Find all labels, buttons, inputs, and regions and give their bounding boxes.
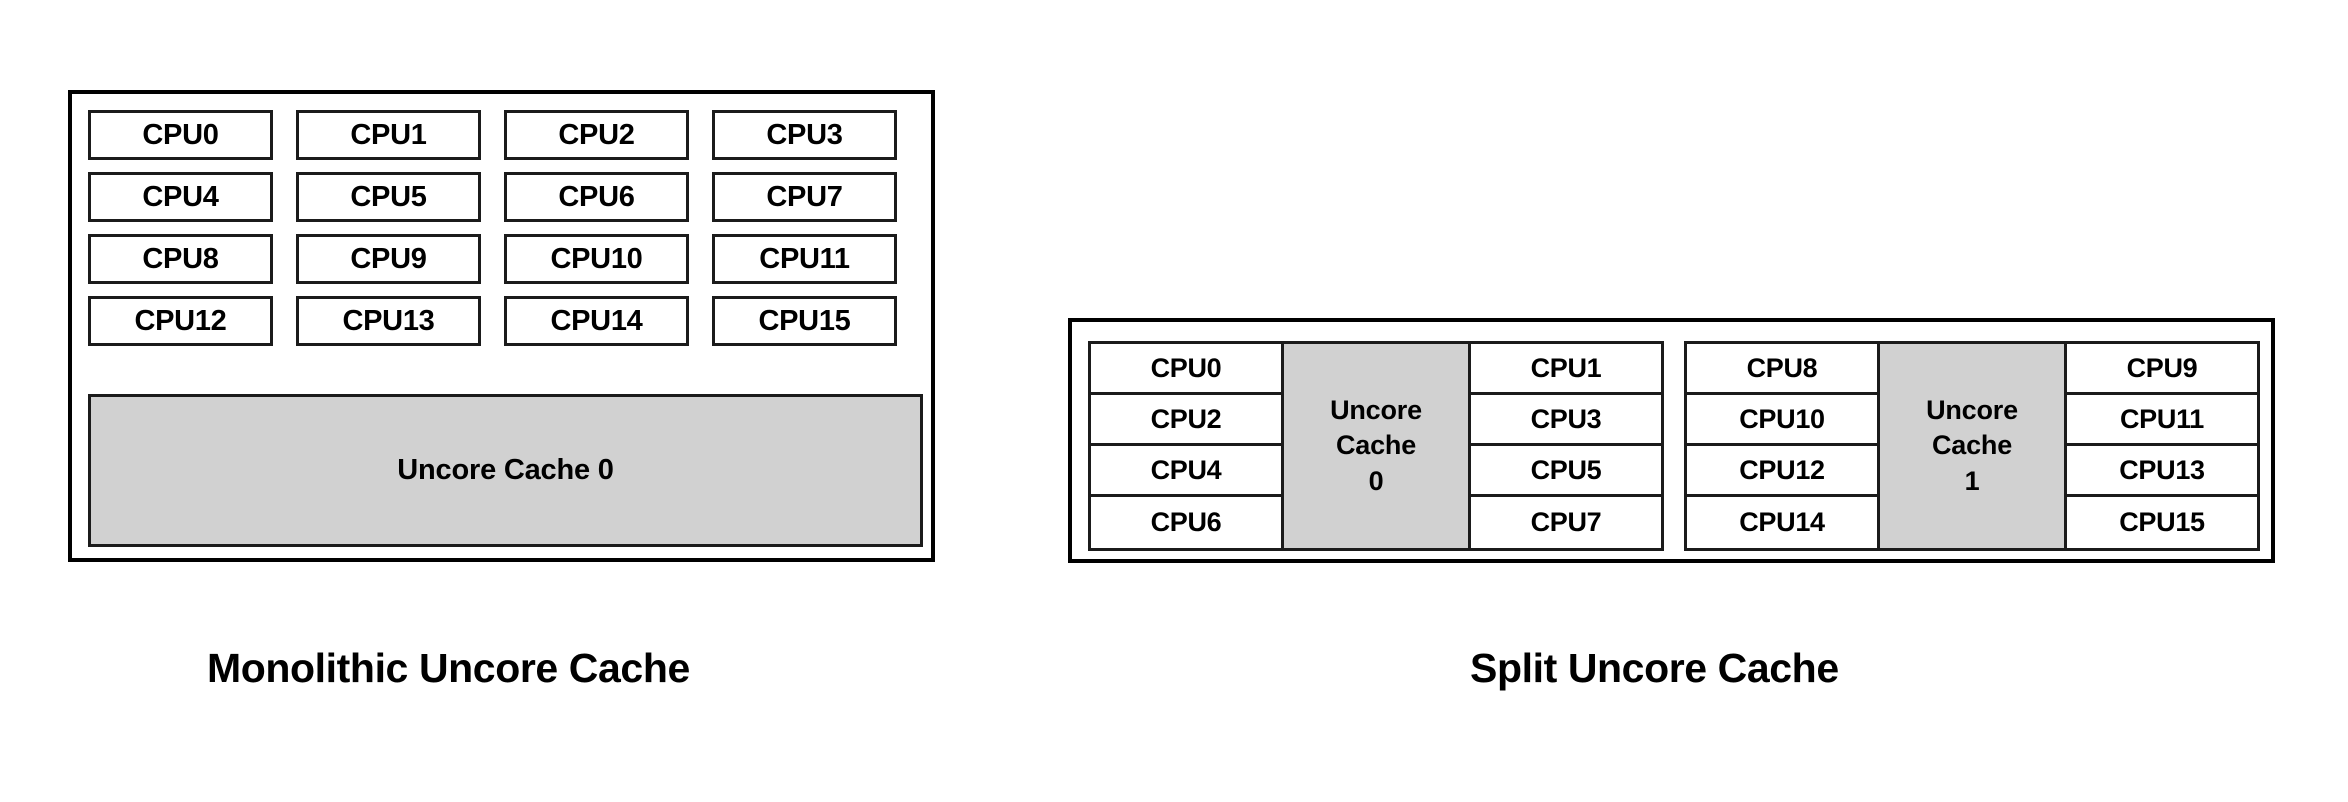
cpu-cell: CPU15 — [2067, 497, 2257, 548]
cpu-cell: CPU3 — [1471, 395, 1661, 446]
monolithic-cpu-grid: CPU0 CPU1 CPU2 CPU3 CPU4 CPU5 CPU6 CPU7 … — [88, 110, 923, 346]
cpu-cell: CPU1 — [1471, 344, 1661, 395]
cpu-cell: CPU0 — [1091, 344, 1281, 395]
caption-monolithic-uncore-cache: Monolithic Uncore Cache — [207, 645, 690, 691]
cpu-box: CPU15 — [712, 296, 897, 346]
cpu-box: CPU12 — [88, 296, 273, 346]
cpu-cell: CPU12 — [1687, 446, 1877, 497]
cpu-box: CPU8 — [88, 234, 273, 284]
cache-label-line-2: Cache — [1335, 430, 1417, 461]
cpu-box: CPU9 — [296, 234, 481, 284]
split-groups-container: CPU0 CPU2 CPU4 CPU6 Uncore Cache 0 CPU1 … — [1088, 341, 2260, 551]
cpu-box: CPU13 — [296, 296, 481, 346]
split-uncore-panel: CPU0 CPU2 CPU4 CPU6 Uncore Cache 0 CPU1 … — [1068, 318, 2275, 563]
cpu-box: CPU7 — [712, 172, 897, 222]
split-uncore-cache-0: Uncore Cache 0 — [1281, 344, 1471, 548]
monolithic-uncore-panel: CPU0 CPU1 CPU2 CPU3 CPU4 CPU5 CPU6 CPU7 … — [68, 90, 935, 562]
cpu-cell: CPU6 — [1091, 497, 1281, 548]
cpu-box: CPU4 — [88, 172, 273, 222]
cpu-box: CPU6 — [504, 172, 689, 222]
split-group-1-right-column: CPU9 CPU11 CPU13 CPU15 — [2067, 344, 2257, 548]
cpu-box: CPU0 — [88, 110, 273, 160]
cache-label-line-3: 1 — [1964, 465, 1980, 496]
cpu-cell: CPU5 — [1471, 446, 1661, 497]
caption-split-uncore-cache: Split Uncore Cache — [1470, 645, 1839, 691]
cpu-box: CPU11 — [712, 234, 897, 284]
cpu-cell: CPU10 — [1687, 395, 1877, 446]
cpu-cell: CPU2 — [1091, 395, 1281, 446]
split-group-0-left-column: CPU0 CPU2 CPU4 CPU6 — [1091, 344, 1281, 548]
cache-label-line-3: 0 — [1368, 465, 1384, 496]
cpu-cell: CPU9 — [2067, 344, 2257, 395]
split-group-1-left-column: CPU8 CPU10 CPU12 CPU14 — [1687, 344, 1877, 548]
cpu-box: CPU2 — [504, 110, 689, 160]
cache-label-line-2: Cache — [1931, 430, 2013, 461]
split-uncore-cache-1: Uncore Cache 1 — [1877, 344, 2067, 548]
cache-label-line-1: Uncore — [1926, 395, 2018, 426]
split-group-0-right-column: CPU1 CPU3 CPU5 CPU7 — [1471, 344, 1661, 548]
cpu-cell: CPU8 — [1687, 344, 1877, 395]
cpu-box: CPU5 — [296, 172, 481, 222]
cpu-box: CPU10 — [504, 234, 689, 284]
cpu-cell: CPU7 — [1471, 497, 1661, 548]
split-group-0: CPU0 CPU2 CPU4 CPU6 Uncore Cache 0 CPU1 … — [1088, 341, 1664, 551]
cpu-cell: CPU13 — [2067, 446, 2257, 497]
monolithic-uncore-cache-box: Uncore Cache 0 — [88, 394, 923, 547]
cpu-cell: CPU4 — [1091, 446, 1281, 497]
cache-label-line-1: Uncore — [1330, 395, 1422, 426]
cpu-box: CPU14 — [504, 296, 689, 346]
cpu-cell: CPU11 — [2067, 395, 2257, 446]
cpu-box: CPU3 — [712, 110, 897, 160]
cpu-cell: CPU14 — [1687, 497, 1877, 548]
split-group-1: CPU8 CPU10 CPU12 CPU14 Uncore Cache 1 CP… — [1684, 341, 2260, 551]
cpu-box: CPU1 — [296, 110, 481, 160]
